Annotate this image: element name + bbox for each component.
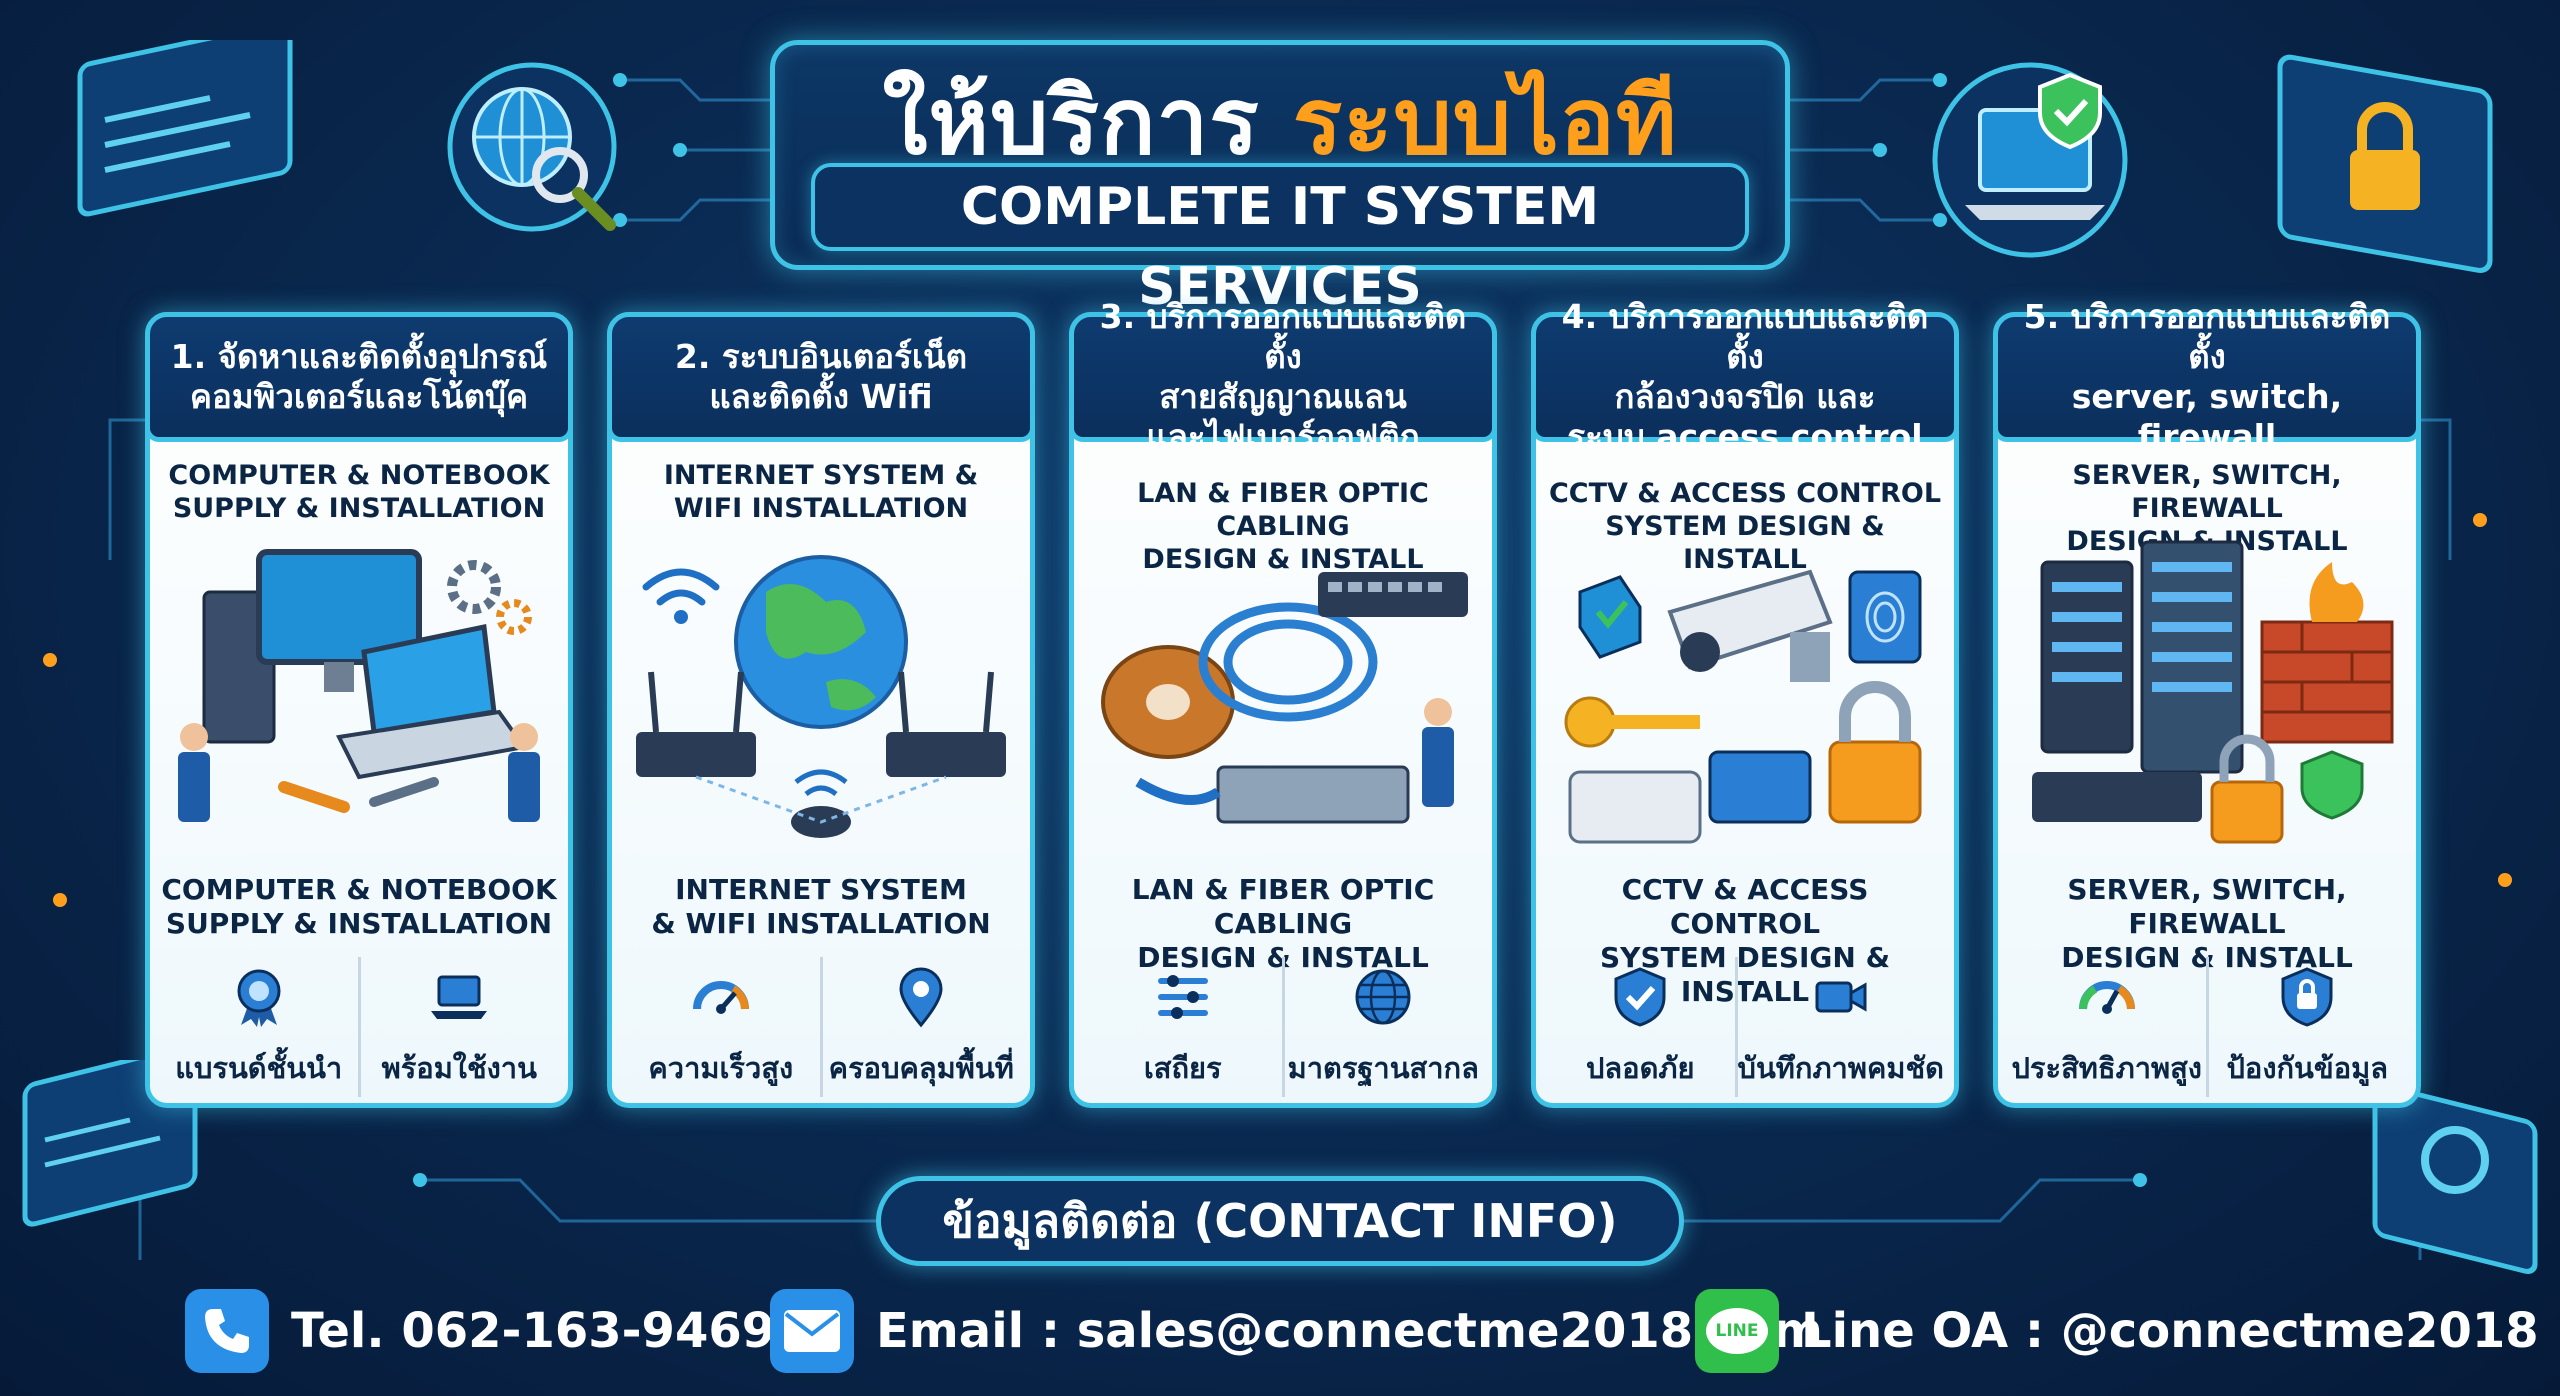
card-header: 4. บริการออกแบบและติดตั้ง กล้องวงจรปิด แ… bbox=[1531, 297, 1959, 456]
award-ribbon-icon bbox=[237, 969, 281, 1027]
card-header: 3. บริการออกแบบและติดตั้ง สายสัญญาณแลน แ… bbox=[1069, 297, 1497, 456]
card-english-heading: SERVER, SWITCH, FIREWALL DESIGN & INSTAL… bbox=[2066, 460, 2348, 557]
feature-label: พร้อมใช้งาน bbox=[381, 1051, 537, 1085]
monitor-lock-icon bbox=[2277, 54, 2493, 273]
line-app-icon: LINE bbox=[1695, 1289, 1779, 1373]
feature-label: ป้องกันข้อมูล bbox=[2226, 1051, 2389, 1085]
cabling-illustration bbox=[1101, 572, 1468, 824]
card-english-caption: CCTV & ACCESS CONTROL SYSTEM DESIGN & IN… bbox=[1600, 873, 1890, 1008]
globe-icon bbox=[1355, 969, 1411, 1025]
contact-info-banner: ข้อมูลติดต่อ (CONTACT INFO) bbox=[876, 1176, 1684, 1266]
location-pin-icon bbox=[899, 967, 943, 1028]
feature-item: เสถียร bbox=[1084, 957, 1282, 1097]
service-card-lan-fiber: 3. บริการออกแบบและติดตั้ง สายสัญญาณแลน แ… bbox=[1069, 297, 1497, 1108]
service-card-cctv-access: 4. บริการออกแบบและติดตั้ง กล้องวงจรปิด แ… bbox=[1531, 297, 1959, 1108]
feature-label: ประสิทธิภาพสูง bbox=[2011, 1051, 2202, 1085]
card-header: 2. ระบบอินเตอร์เน็ต และติดตั้ง Wifi bbox=[607, 312, 1035, 442]
network-stable-icon bbox=[1157, 975, 1208, 1019]
feature-item: ความเร็วสูง bbox=[622, 957, 820, 1097]
contact-line[interactable]: LINE Line OA : @connectme2018 bbox=[1695, 1288, 2539, 1374]
feature-item: ปลอดภัย bbox=[1546, 957, 1735, 1097]
card-english-heading: LAN & FIBER OPTIC CABLING DESIGN & INSTA… bbox=[1137, 478, 1429, 575]
service-card-server-firewall: 5. บริการออกแบบและติดตั้ง server, switch… bbox=[1993, 297, 2421, 1108]
feature-item: พร้อมใช้งาน bbox=[357, 957, 559, 1097]
feature-label: ครอบคลุมพื้นที่ bbox=[828, 1051, 1014, 1085]
contact-title: ข้อมูลติดต่อ (CONTACT INFO) bbox=[942, 1194, 1618, 1248]
computer-install-illustration bbox=[178, 549, 540, 822]
laptop-shield-icon bbox=[1932, 62, 2128, 258]
subtitle-box: COMPLETE IT SYSTEM SERVICES bbox=[811, 163, 1749, 317]
laptop-icon bbox=[431, 975, 488, 1019]
lock-shield-icon bbox=[2281, 967, 2333, 1027]
card-english-caption: COMPUTER & NOTEBOOK SUPPLY & INSTALLATIO… bbox=[161, 873, 557, 940]
internet-wifi-illustration bbox=[636, 555, 1006, 838]
video-camera-icon bbox=[1815, 981, 1867, 1013]
phone-icon bbox=[185, 1289, 269, 1373]
feature-label: ความเร็วสูง bbox=[648, 1051, 794, 1085]
card-english-caption: SERVER, SWITCH, FIREWALL DESIGN & INSTAL… bbox=[2061, 873, 2353, 974]
card-title: 3. บริการออกแบบและติดตั้ง สายสัญญาณแลน แ… bbox=[1099, 297, 1467, 456]
card-english-heading: CCTV & ACCESS CONTROL SYSTEM DESIGN & IN… bbox=[1548, 478, 1942, 575]
card-header: 1. จัดหาและติดตั้งอุปกรณ์ คอมพิวเตอร์และ… bbox=[145, 312, 573, 442]
card-features: ปลอดภัย บันทึกภาพคมชัด bbox=[1546, 957, 1944, 1097]
email-icon bbox=[770, 1289, 854, 1373]
contact-phone[interactable]: Tel. 062-163-9469 bbox=[185, 1288, 775, 1374]
card-english-heading: INTERNET SYSTEM & WIFI INSTALLATION bbox=[663, 460, 979, 524]
speedometer-icon bbox=[692, 981, 749, 1014]
card-english-caption: LAN & FIBER OPTIC CABLING DESIGN & INSTA… bbox=[1131, 873, 1435, 974]
title-main: ให้บริการ bbox=[882, 68, 1293, 175]
page-subtitle: COMPLETE IT SYSTEM SERVICES bbox=[960, 177, 1600, 317]
title-accent: ระบบไอที bbox=[1292, 68, 1678, 175]
card-features: แบรนด์ชั้นนำ พร้อมใช้งาน bbox=[160, 957, 558, 1097]
card-features: เสถียร มาตรฐานสากล bbox=[1084, 957, 1482, 1097]
card-english-caption: INTERNET SYSTEM & WIFI INSTALLATION bbox=[651, 873, 991, 940]
feature-label: บันทึกภาพคมชัด bbox=[1737, 1051, 1944, 1085]
email-text: Email : sales@connectme2018.com bbox=[876, 1303, 1823, 1359]
cctv-access-illustration bbox=[1564, 569, 1922, 844]
card-features: ความเร็วสูง ครอบคลุมพื้นที่ bbox=[622, 957, 1020, 1097]
feature-label: แบรนด์ชั้นนำ bbox=[175, 1051, 343, 1085]
card-english-heading: COMPUTER & NOTEBOOK SUPPLY & INSTALLATIO… bbox=[168, 460, 550, 524]
feature-label: มาตรฐานสากล bbox=[1287, 1051, 1479, 1085]
page-title: ให้บริการ ระบบไอที bbox=[775, 67, 1785, 177]
server-firewall-illustration bbox=[2032, 540, 2394, 844]
performance-gauge-icon bbox=[2078, 981, 2135, 1014]
service-card-computer: 1. จัดหาและติดตั้งอุปกรณ์ คอมพิวเตอร์และ… bbox=[145, 312, 573, 1108]
card-title: 1. จัดหาและติดตั้งอุปกรณ์ คอมพิวเตอร์และ… bbox=[170, 337, 548, 416]
shield-check-icon bbox=[1614, 967, 1666, 1027]
phone-text: Tel. 062-163-9469 bbox=[291, 1303, 776, 1359]
service-card-internet-wifi: 2. ระบบอินเตอร์เน็ต และติดตั้ง Wifi INTE… bbox=[607, 312, 1035, 1108]
feature-item: แบรนด์ชั้นนำ bbox=[160, 957, 358, 1097]
feature-item: บันทึกภาพคมชัด bbox=[1734, 957, 1944, 1097]
globe-search-icon bbox=[447, 62, 617, 232]
monitor-icon bbox=[77, 40, 293, 217]
line-badge: LINE bbox=[1706, 1308, 1768, 1354]
feature-label: เสถียร bbox=[1143, 1051, 1222, 1085]
feature-item: มาตรฐานสากล bbox=[1281, 957, 1483, 1097]
feature-item: ครอบคลุมพื้นที่ bbox=[819, 957, 1021, 1097]
card-features: ประสิทธิภาพสูง ป้องกันข้อมูล bbox=[2008, 957, 2406, 1097]
feature-item: ประสิทธิภาพสูง bbox=[2008, 957, 2206, 1097]
header-banner: ให้บริการ ระบบไอที COMPLETE IT SYSTEM SE… bbox=[770, 40, 1790, 317]
card-title: 4. บริการออกแบบและติดตั้ง กล้องวงจรปิด แ… bbox=[1561, 297, 1929, 456]
feature-label: ปลอดภัย bbox=[1585, 1051, 1695, 1085]
line-text: Line OA : @connectme2018 bbox=[1801, 1303, 2539, 1359]
feature-item: ป้องกันข้อมูล bbox=[2205, 957, 2407, 1097]
monitor-icon bbox=[2372, 1083, 2538, 1275]
card-title: 2. ระบบอินเตอร์เน็ต และติดตั้ง Wifi bbox=[674, 337, 968, 416]
contact-email[interactable]: Email : sales@connectme2018.com bbox=[770, 1288, 1823, 1374]
card-header: 5. บริการออกแบบและติดตั้ง server, switch… bbox=[1993, 297, 2421, 456]
card-title: 5. บริการออกแบบและติดตั้ง server, switch… bbox=[2023, 297, 2391, 456]
